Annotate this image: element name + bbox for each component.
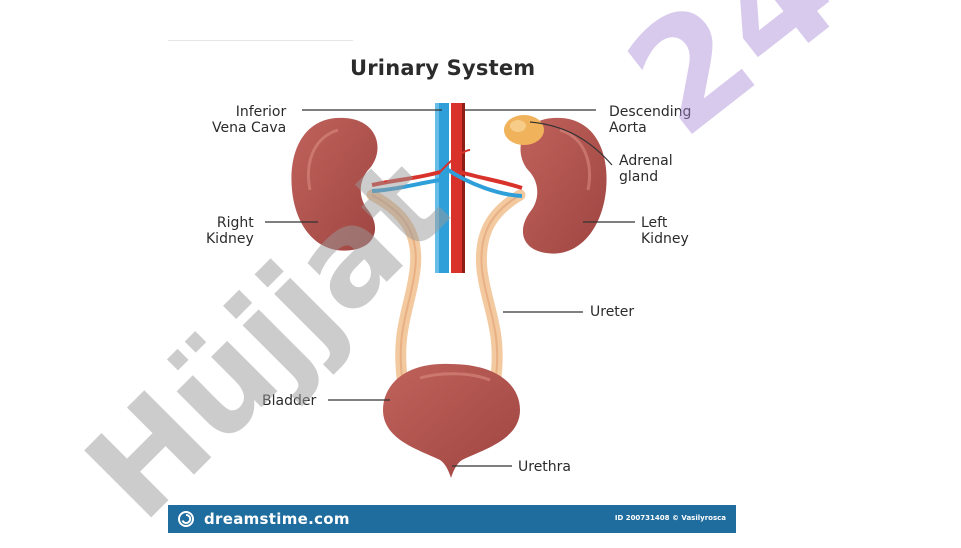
label-inferior-vena-cava-text: Inferior Vena Cava	[212, 104, 287, 136]
label-ureter: Ureter	[590, 304, 635, 320]
descending-aorta	[451, 103, 465, 273]
label-left-kidney: Left Kidney	[641, 215, 689, 247]
adrenal-gland	[504, 115, 544, 145]
label-bladder: Bladder	[262, 393, 317, 409]
label-right-kidney: Right Kidney	[206, 215, 254, 247]
label-descending-aorta: Descending Aorta	[609, 104, 691, 136]
footer-brand: dreamstime.com	[204, 510, 350, 528]
source-footer-bar: dreamstime.com ID 200731408 © Vasilyrosc…	[168, 505, 736, 533]
label-adrenal-gland-text: Adrenal gland	[619, 153, 673, 185]
label-descending-aorta-text: Descending Aorta	[609, 104, 692, 136]
divider-line	[168, 40, 353, 41]
label-right-kidney-text: Right Kidney	[206, 215, 254, 247]
left-ureter	[475, 189, 526, 391]
diagram-title: Urinary System	[350, 56, 536, 80]
bladder	[383, 363, 520, 478]
label-inferior-vena-cava: Inferior Vena Cava	[212, 104, 286, 136]
label-left-kidney-text: Left Kidney	[641, 215, 689, 247]
footer-credit: ID 200731408 © Vasilyrosca	[614, 514, 726, 522]
leader-lines	[265, 109, 635, 467]
label-adrenal-gland: Adrenal gland	[619, 153, 673, 185]
label-urethra: Urethra	[518, 459, 572, 475]
dreamstime-logo-icon	[178, 511, 194, 527]
